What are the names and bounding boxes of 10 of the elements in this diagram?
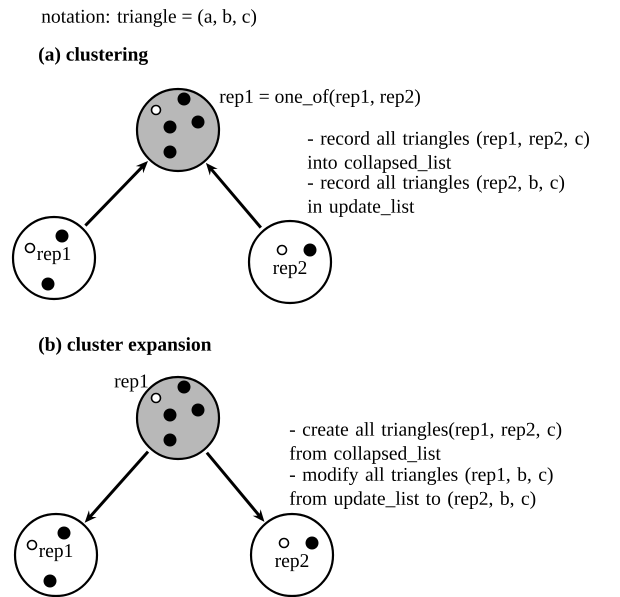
note-text: - modify all triangles (rep1, b, c) from update_list to (rep2, b, c) bbox=[290, 467, 553, 509]
node-caption: rep1 bbox=[114, 374, 148, 392]
note-text: - record all triangles (rep2, b, c) in update_list bbox=[308, 175, 564, 217]
note-text: - create all triangles(rep1, rep2, c) from collapsed_list bbox=[290, 422, 562, 464]
section-heading: (a) clustering bbox=[39, 47, 148, 65]
note-text: - record all triangles (rep1, rep2, c) into collapsed_list bbox=[308, 131, 589, 173]
node-caption: rep1 = one_of(rep1, rep2) bbox=[220, 89, 420, 107]
notation-text: notation: triangle = (a, b, c) bbox=[42, 9, 256, 27]
cluster-circle bbox=[136, 88, 220, 172]
section-heading: (b) cluster expansion bbox=[39, 337, 212, 355]
